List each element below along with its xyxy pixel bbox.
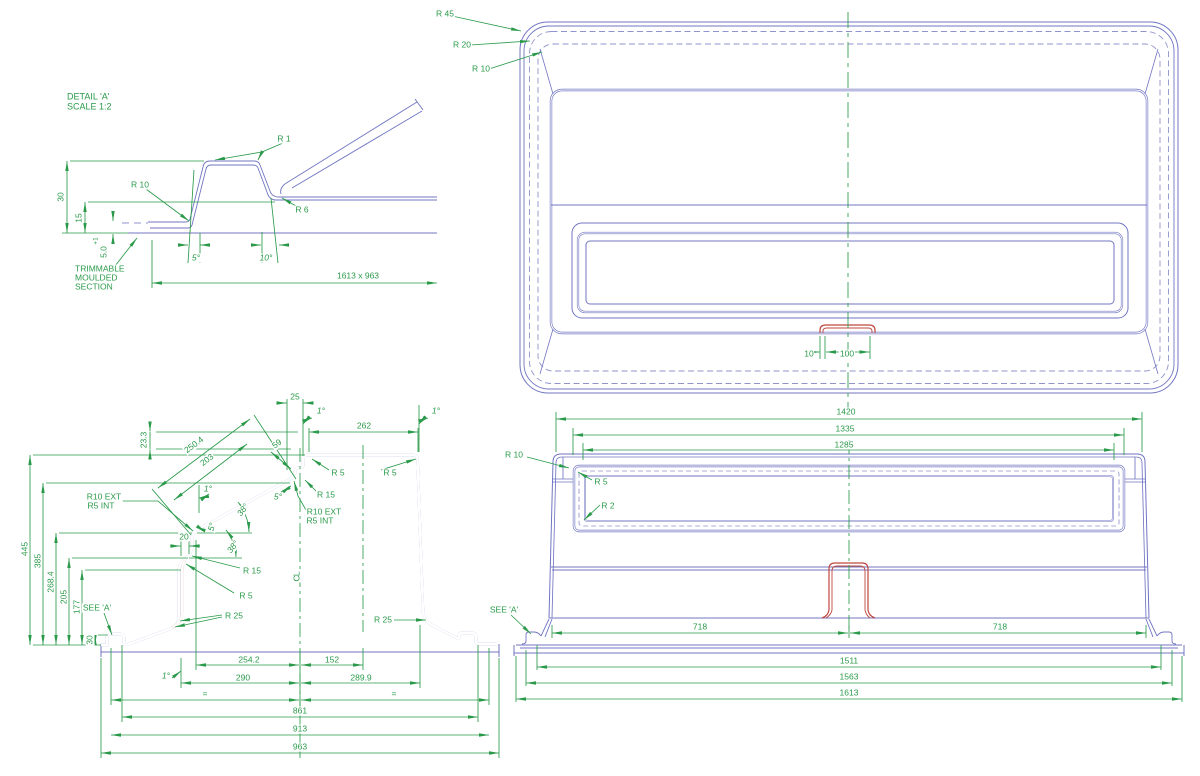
- dim-label-equal-right: =: [390, 688, 398, 699]
- dim-label-1511: 1511: [838, 655, 860, 666]
- plan-outer-edge: [519, 21, 1179, 394]
- radius-label-r5int-right: R5 INT: [305, 515, 335, 526]
- radius-label-r10-plan: R 10: [471, 63, 491, 74]
- dim-label-thickness: 5.0: [98, 245, 109, 259]
- radius-label-r45: R 45: [435, 8, 455, 19]
- plan-recess-inner: [585, 240, 1115, 305]
- note-trimmable-2: MOULDED: [74, 272, 119, 283]
- detail-a-view: [62, 98, 437, 288]
- radius-label-r5-sec-right: R 5: [382, 467, 398, 478]
- dim-label-15: 15: [73, 212, 84, 224]
- dim-label-20: 20: [178, 531, 190, 542]
- elevation-left-trim-bump: [521, 631, 542, 645]
- radius-label-r25-left: R 25: [224, 610, 244, 621]
- dim-label-913: 913: [291, 723, 309, 734]
- dim-label-25: 25: [289, 391, 301, 402]
- note-trimmable-3: SECTION: [74, 281, 114, 292]
- dim-label-262: 262: [355, 420, 373, 431]
- plan-geometry: [519, 21, 1179, 394]
- plan-dimensions: [451, 12, 871, 408]
- detail-geometry: [122, 98, 437, 234]
- dim-label-963: 963: [291, 741, 309, 752]
- section-view: [28, 399, 500, 758]
- centerline-label: CL: [291, 571, 302, 583]
- angle-label-1-bottom: 1°: [160, 670, 172, 681]
- detail-scale: SCALE 1:2: [66, 101, 113, 112]
- dim-label-385: 385: [32, 552, 43, 570]
- note-see-a-section: SEE 'A': [81, 602, 113, 613]
- dim-label-100: 100: [838, 348, 856, 359]
- note-trimmable-1: TRIMMABLE: [74, 263, 126, 274]
- dim-label-177: 177: [71, 598, 82, 616]
- dim-label-sheet-size: 1613 x 963: [335, 270, 381, 281]
- plan-cavity-rim: [549, 88, 1149, 335]
- detail-hat-inner: [150, 164, 437, 229]
- radius-label-r5-elev: R 5: [593, 476, 609, 487]
- dim-label-718-right: 718: [991, 621, 1009, 632]
- detail-title: DETAIL 'A': [66, 91, 111, 102]
- dim-label-861: 861: [291, 705, 309, 716]
- radius-label-r15-top: R 15: [316, 489, 336, 500]
- dim-label-30-section: 30: [84, 634, 95, 646]
- dim-label-1420: 1420: [835, 406, 857, 417]
- dim-label-205: 205: [58, 588, 69, 606]
- dim-label-254-2: 254.2: [237, 654, 261, 665]
- dim-label-23-3: 23.3: [138, 430, 149, 450]
- radius-label-r5-sec-left: R 5: [330, 467, 346, 478]
- radius-label-r5-mid: R 5: [238, 590, 254, 601]
- section-profile: [101, 453, 497, 647]
- dim-label-1335: 1335: [834, 423, 856, 434]
- radius-label-r20: R 20: [452, 39, 472, 50]
- plan-view: [451, 12, 1179, 408]
- note-see-a-elev: SEE 'A': [488, 604, 520, 615]
- elevation-right-trim-bump: [1156, 631, 1177, 645]
- dim-label-268-4: 268.4: [45, 570, 56, 594]
- angle-label-1-right: 1°: [430, 405, 442, 416]
- radius-label-r15-mid: R 15: [242, 565, 262, 576]
- dim-label-152: 152: [323, 654, 341, 665]
- section-dimensions: [28, 399, 500, 758]
- dim-label-289-9: 289.9: [349, 672, 373, 683]
- elevation-dimensions: [510, 412, 1183, 702]
- angle-label-10-detail: 10°: [258, 252, 274, 263]
- detail-hat-outer: [185, 160, 437, 223]
- elevation-view: [510, 412, 1185, 702]
- plan-red-tab: [819, 324, 876, 333]
- dim-label-1285: 1285: [833, 439, 855, 450]
- angle-label-1-left: 1°: [315, 405, 327, 416]
- elevation-base-line: [513, 645, 1185, 656]
- dim-label-445: 445: [19, 540, 30, 558]
- detail-sheet-outer: [280, 101, 418, 195]
- plan-recess-outer: [571, 222, 1129, 319]
- angle-label-1-mid: 1°: [202, 483, 214, 494]
- plan-trim-dashed: [529, 31, 1169, 384]
- detail-sheet-inner: [291, 110, 423, 189]
- dim-label-10: 10: [803, 348, 815, 359]
- radius-label-r10ext-left: R10 EXT: [85, 491, 123, 502]
- dim-label-1563: 1563: [838, 671, 860, 682]
- dim-label-718-left: 718: [691, 621, 709, 632]
- radius-label-r5int-left: R5 INT: [86, 500, 116, 511]
- radius-label-r25-right: R 25: [373, 614, 393, 625]
- radius-label-r1: R 1: [276, 133, 292, 144]
- dim-label-290: 290: [234, 672, 252, 683]
- angle-label-5-top: 5°: [272, 491, 284, 502]
- dim-label-1613: 1613: [838, 687, 860, 698]
- radius-label-r10-detail: R 10: [130, 179, 150, 190]
- elevation-red-tab: [821, 562, 876, 619]
- radius-label-r2-elev: R 2: [600, 500, 616, 511]
- angle-label-5-detail: 5°: [190, 252, 202, 263]
- radius-label-r6: R 6: [294, 204, 310, 215]
- dim-label-30-detail: 30: [55, 191, 66, 203]
- radius-label-r10ext-right: R10 EXT: [305, 506, 343, 517]
- detail-dimensions: [62, 142, 437, 288]
- radius-label-r10-elev: R 10: [504, 449, 524, 460]
- dim-label-equal-left: =: [201, 688, 209, 699]
